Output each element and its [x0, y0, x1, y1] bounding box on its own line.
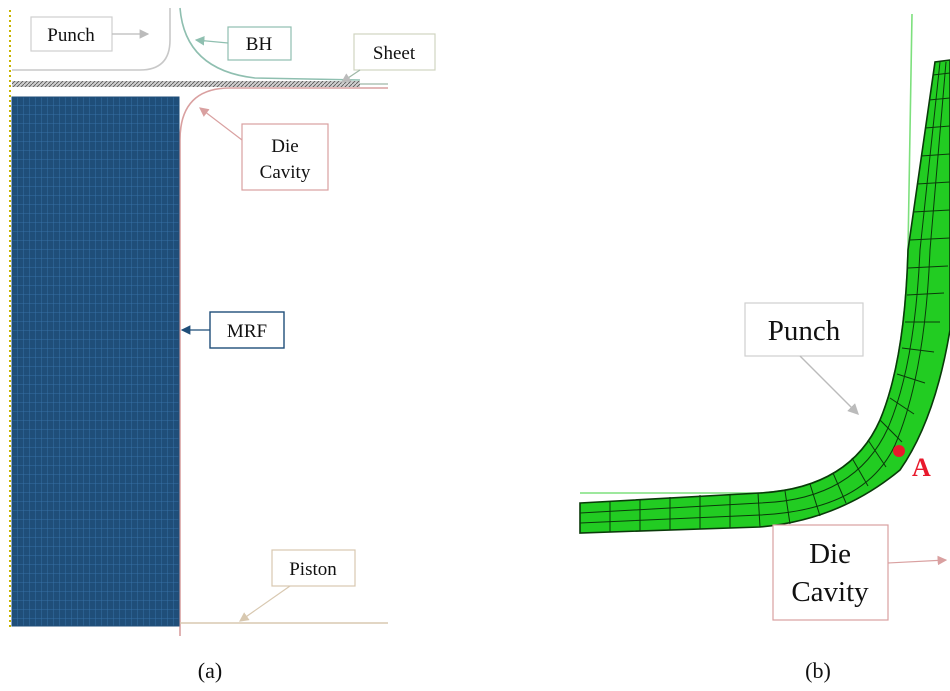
punch-contour: [580, 13, 913, 494]
blank-holder-profile: [179, 7, 361, 81]
svg-text:Cavity: Cavity: [260, 162, 311, 183]
svg-text:Punch: Punch: [47, 25, 95, 46]
mesh-longitudinal-2: [579, 61, 947, 524]
svg-text:BH: BH: [246, 34, 273, 55]
svg-text:Cavity: Cavity: [791, 576, 869, 608]
label-punch-a: Punch: [30, 16, 150, 52]
point-a-label: A: [912, 453, 931, 482]
mesh-transverse-lines: [609, 72, 950, 532]
label-piston: Piston: [239, 549, 356, 622]
label-die-cavity-b: Die Cavity: [772, 524, 948, 621]
label-sheet: Sheet: [341, 33, 436, 83]
punch-profile: [12, 8, 171, 71]
svg-text:Die: Die: [271, 136, 298, 157]
caption-a: (a): [198, 658, 222, 683]
svg-text:MRF: MRF: [227, 321, 267, 342]
label-mrf: MRF: [180, 311, 285, 349]
panel-a: Punch BH Sheet Die Cavity MRF: [9, 7, 436, 683]
sheet-mesh-band: [579, 59, 950, 534]
label-punch-b: Punch: [744, 302, 864, 415]
svg-text:Die: Die: [809, 538, 851, 570]
mrf-mesh: [11, 96, 180, 627]
svg-text:Sheet: Sheet: [373, 43, 416, 64]
svg-text:Punch: Punch: [768, 315, 841, 347]
sheet-strip: [12, 81, 360, 87]
point-a-marker: [893, 445, 905, 457]
label-bh: BH: [194, 26, 292, 61]
panel-b: A Punch Die Cavity (b): [579, 13, 950, 683]
caption-b: (b): [805, 658, 831, 683]
svg-text:Piston: Piston: [289, 559, 337, 580]
label-die-cavity-a: Die Cavity: [199, 107, 329, 191]
die-cavity-profile: [179, 87, 388, 636]
